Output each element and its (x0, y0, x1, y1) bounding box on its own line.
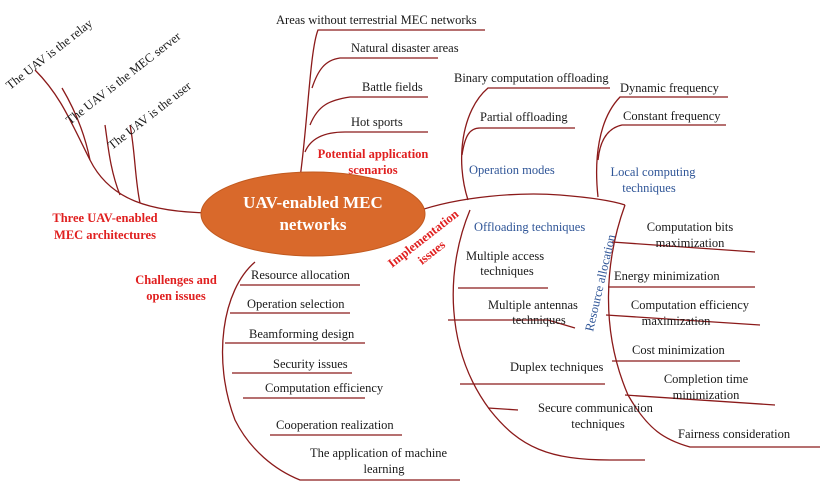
offloading-multiple-antennas-line1: Multiple antennas (488, 298, 578, 312)
center-title-line1: UAV-enabled MEC (243, 193, 383, 212)
challenge-operation-selection: Operation selection (247, 297, 345, 311)
local-computing-label-line2: techniques (622, 181, 676, 195)
mode-partial-offloading: Partial offloading (480, 110, 568, 124)
architectures-label-line2: MEC architectures (54, 228, 156, 242)
offloading-multiple-antennas-line2: techniques (512, 313, 566, 327)
architectures-label-line1: Three UAV-enabled (52, 211, 157, 225)
center-node: UAV-enabled MEC networks (200, 171, 426, 257)
architecture-relay: The UAV is the relay (3, 16, 96, 93)
application-areas: Areas without terrestrial MEC networks (276, 13, 477, 27)
local-computing-label-line1: Local computing (610, 165, 696, 179)
challenge-security: Security issues (273, 357, 348, 371)
branch-lines (34, 29, 820, 481)
architecture-mec-server: The UAV is the MEC server (63, 29, 184, 128)
challenge-resource-allocation: Resource allocation (251, 268, 351, 282)
operation-modes-label: Operation modes (469, 163, 555, 177)
applications-branch: Potential application scenarios Areas wi… (276, 13, 477, 177)
challenge-beamforming: Beamforming design (249, 327, 355, 341)
mode-binary-offloading: Binary computation offloading (454, 71, 609, 85)
ra-efficiency-line2: maximization (642, 314, 711, 328)
application-battle-fields: Battle fields (362, 80, 423, 94)
implementation-branch: Implementation issues Operation modes Bi… (385, 71, 791, 441)
offloading-multiple-access-line1: Multiple access (466, 249, 544, 263)
challenge-machine-learning-line2: learning (364, 462, 406, 476)
offloading-duplex: Duplex techniques (510, 360, 604, 374)
ra-completion-line1: Completion time (664, 372, 749, 386)
challenges-label-line1: Challenges and (135, 273, 217, 287)
ra-computation-bits-line2: maximization (656, 236, 725, 250)
offloading-secure-line2: techniques (571, 417, 625, 431)
ra-cost-minimization: Cost minimization (632, 343, 725, 357)
architectures-branch: Three UAV-enabled MEC architectures The … (3, 16, 194, 242)
offloading-secure-line1: Secure communication (538, 401, 654, 415)
ra-completion-line2: minimization (673, 388, 740, 402)
challenges-label-line2: open issues (146, 289, 206, 303)
challenge-machine-learning-line1: The application of machine (310, 446, 448, 460)
ra-energy-minimization: Energy minimization (614, 269, 720, 283)
center-title-line2: networks (279, 215, 346, 234)
ra-fairness: Fairness consideration (678, 427, 791, 441)
local-constant-frequency: Constant frequency (623, 109, 721, 123)
challenge-computation-efficiency: Computation efficiency (265, 381, 384, 395)
ra-efficiency-line1: Computation efficiency (631, 298, 750, 312)
ra-computation-bits-line1: Computation bits (647, 220, 734, 234)
local-dynamic-frequency: Dynamic frequency (620, 81, 720, 95)
application-natural-disaster: Natural disaster areas (351, 41, 459, 55)
applications-label-line1: Potential application (318, 147, 429, 161)
resource-allocation-label: Resource allocation (582, 232, 618, 332)
challenge-cooperation: Cooperation realization (276, 418, 394, 432)
center-ellipse (200, 171, 426, 257)
applications-label-line2: scenarios (348, 163, 397, 177)
offloading-techniques-label: Offloading techniques (474, 220, 585, 234)
challenges-branch: Challenges and open issues Resource allo… (135, 268, 447, 476)
application-hot-sports: Hot sports (351, 115, 403, 129)
offloading-multiple-access-line2: techniques (480, 264, 534, 278)
